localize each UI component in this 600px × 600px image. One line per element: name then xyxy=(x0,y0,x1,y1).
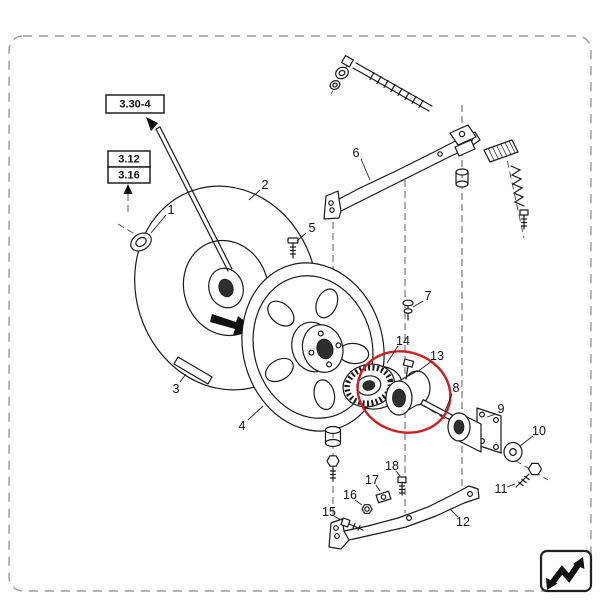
part-18-bolt xyxy=(397,476,407,496)
callout-18[interactable]: 18 xyxy=(385,459,399,473)
callout-4[interactable]: 4 xyxy=(239,419,246,433)
page-ref-a[interactable]: 3.12 xyxy=(107,150,151,168)
zigzag-arrow-icon xyxy=(546,557,585,590)
rod-nut xyxy=(340,54,354,68)
callout-3[interactable]: 3 xyxy=(173,382,180,396)
diagram-border xyxy=(8,35,592,592)
pad-bolt xyxy=(519,209,529,230)
part-3-key xyxy=(173,356,213,385)
part-17-washer-plate xyxy=(375,490,392,504)
callout-6[interactable]: 6 xyxy=(353,146,360,160)
page-ref-b-label[interactable]: 3.16 xyxy=(118,170,139,182)
ref-arrowhead xyxy=(146,117,158,131)
part-10-washer xyxy=(503,441,523,463)
spacer-cylinder-right xyxy=(455,168,469,188)
page-ref-main[interactable]: 3.30-4 xyxy=(105,94,165,114)
part-12-lower-bracket xyxy=(328,485,480,550)
callout-9[interactable]: 9 xyxy=(498,402,505,416)
callout-16[interactable]: 16 xyxy=(343,488,357,502)
spacer-cylinder xyxy=(324,425,342,448)
callout-15[interactable]: 15 xyxy=(322,505,336,519)
callout-12[interactable]: 12 xyxy=(456,515,470,529)
part-15-bolt xyxy=(340,517,364,531)
part-5-bolt xyxy=(287,237,299,259)
ref-dashed-arrow xyxy=(123,184,133,212)
part-13-hub xyxy=(385,358,431,416)
part-9-bearing-housing xyxy=(447,407,502,454)
callout-14[interactable]: 14 xyxy=(396,334,410,348)
rubber-pad xyxy=(483,139,519,163)
hinge-plate xyxy=(449,124,477,157)
callout-leaders xyxy=(150,158,534,521)
part-16-nut xyxy=(361,504,373,514)
callout-1[interactable]: 1 xyxy=(168,203,175,217)
page-ref-b[interactable]: 3.16 xyxy=(107,166,151,184)
callout-11[interactable]: 11 xyxy=(495,482,508,496)
callout-5[interactable]: 5 xyxy=(309,221,316,235)
rod-washers xyxy=(329,66,349,90)
part-11-bolt xyxy=(515,462,543,488)
part-1-washer xyxy=(130,232,152,252)
callout-8[interactable]: 8 xyxy=(453,381,460,395)
catalog-logo xyxy=(539,549,593,593)
callout-7[interactable]: 7 xyxy=(425,289,432,303)
callout-13[interactable]: 13 xyxy=(430,349,444,363)
page-ref-main-label[interactable]: 3.30-4 xyxy=(119,99,151,111)
callouts: 1 2 3 4 5 6 7 8 9 10 11 12 13 14 15 16 1… xyxy=(168,146,546,529)
callout-10[interactable]: 10 xyxy=(532,424,546,438)
pulley-shaft xyxy=(155,126,233,272)
page-ref-a-label[interactable]: 3.12 xyxy=(118,154,139,166)
spring xyxy=(510,165,525,207)
callout-17[interactable]: 17 xyxy=(365,473,379,487)
threaded-rod xyxy=(340,54,433,112)
callout-2[interactable]: 2 xyxy=(262,178,269,192)
highlight-ellipse xyxy=(356,350,452,434)
part-7-bolt xyxy=(402,299,414,321)
spacer-bolt xyxy=(326,455,340,482)
